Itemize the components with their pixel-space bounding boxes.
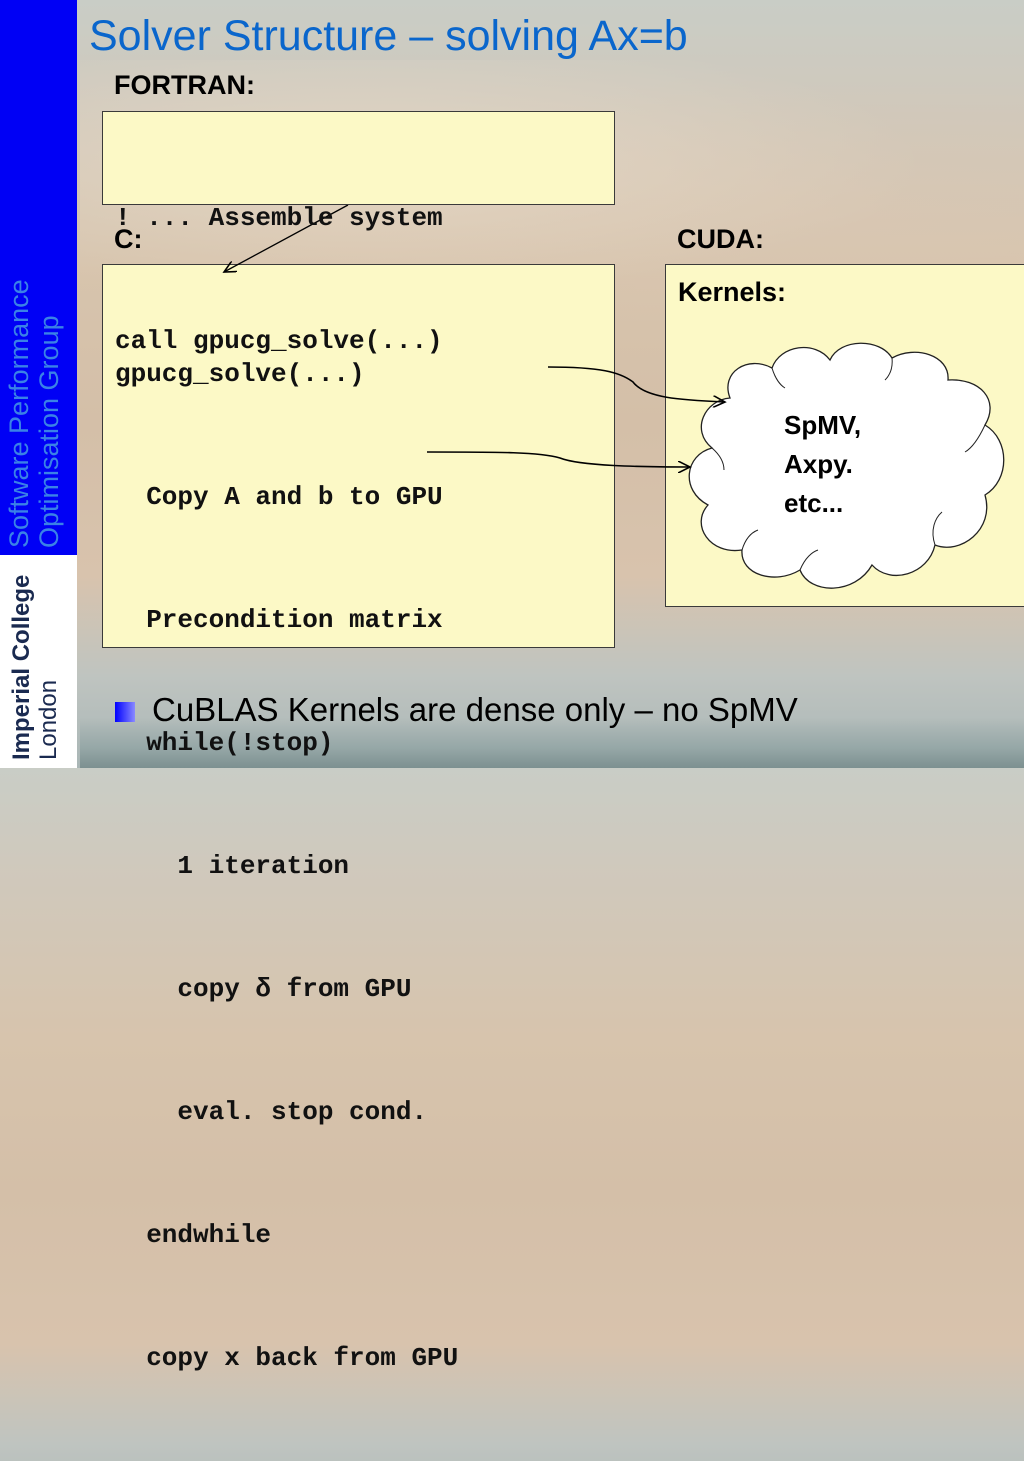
cloud-line: etc... (784, 488, 844, 518)
c-code: gpucg_solve(...) Copy A and b to GPU Pre… (115, 272, 458, 1461)
group-name-line1: Software Performance (4, 279, 34, 548)
code-line: eval. stop cond. (115, 1097, 428, 1127)
cuda-label: CUDA: (677, 224, 764, 254)
sidebar-band: Software Performance Optimisation Group (0, 0, 77, 555)
c-label: C: (114, 224, 143, 254)
code-line: Precondition matrix (115, 605, 443, 635)
code-line: 1 iteration (115, 851, 350, 881)
logo-line1: Imperial College (8, 574, 35, 760)
group-name-line2: Optimisation Group (34, 315, 64, 548)
cloud-line: Axpy. (784, 449, 853, 479)
code-line: ! ... Assemble system (115, 203, 443, 233)
cloud-line: SpMV, (784, 410, 862, 440)
group-name: Software Performance Optimisation Group (4, 28, 74, 548)
slide-title: Solver Structure – solving Ax=b (89, 12, 688, 60)
bullet-square-icon (115, 702, 135, 722)
logo-line2: London (35, 679, 62, 760)
code-line: call gpucg_solve(...) (115, 326, 443, 356)
code-line: endwhile (115, 1220, 272, 1250)
code-line: copy x back from GPU (115, 1343, 459, 1373)
code-line: gpucg_solve(...) (115, 359, 365, 389)
fortran-code-box: ! ... Assemble system call gpucg_solve(.… (102, 111, 615, 356)
code-line: while(!stop) (115, 728, 334, 758)
bullet-text: CuBLAS Kernels are dense only – no SpMV (152, 691, 798, 728)
code-line: Copy A and b to GPU (115, 482, 443, 512)
imperial-logo: Imperial College London (0, 555, 77, 768)
background-skyline (80, 718, 1024, 768)
fortran-code: ! ... Assemble system call gpucg_solve(.… (115, 116, 443, 444)
kernels-label: Kernels: (678, 277, 787, 307)
cloud-text: SpMV, Axpy. etc... (784, 406, 861, 523)
logo-text: Imperial College London (8, 560, 62, 760)
fortran-label: FORTRAN: (114, 70, 255, 100)
code-line: copy δ from GPU (115, 974, 412, 1004)
